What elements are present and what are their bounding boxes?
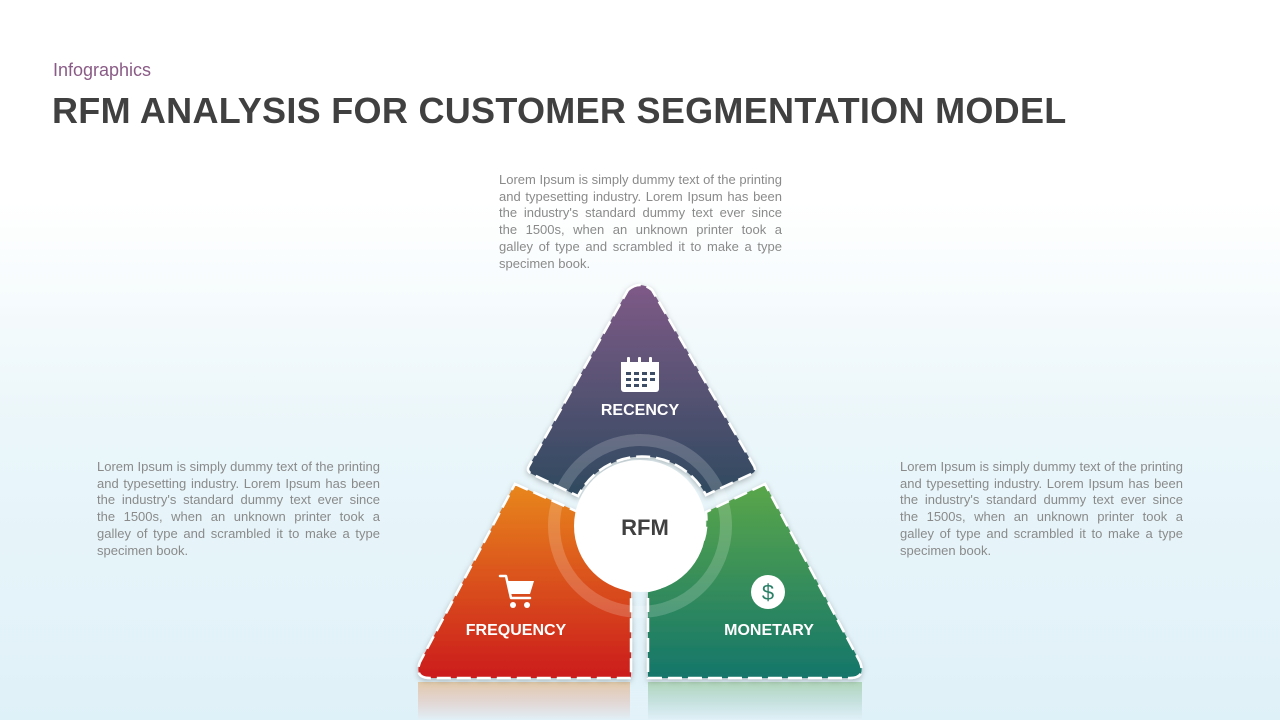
recency-label: RECENCY [601,402,680,419]
center-circle [574,460,706,592]
center-halo [548,434,732,618]
shopping-cart-icon [498,574,534,608]
svg-text:$: $ [762,580,774,605]
dollar-icon: $ [751,575,785,609]
recency-description: Lorem Ipsum is simply dummy text of the … [499,172,782,271]
diagram-reflection [418,682,862,720]
page-subtitle: Infographics [53,60,152,80]
frequency-label: FREQUENCY [466,622,567,639]
monetary-label: MONETARY [724,622,814,639]
center-label: RFM [621,515,669,540]
page-title: RFM ANALYSIS FOR CUSTOMER SEGMENTATION M… [52,90,1067,131]
calendar-icon [621,357,659,392]
frequency-description: Lorem Ipsum is simply dummy text of the … [97,459,380,558]
monetary-description: Lorem Ipsum is simply dummy text of the … [900,459,1183,558]
